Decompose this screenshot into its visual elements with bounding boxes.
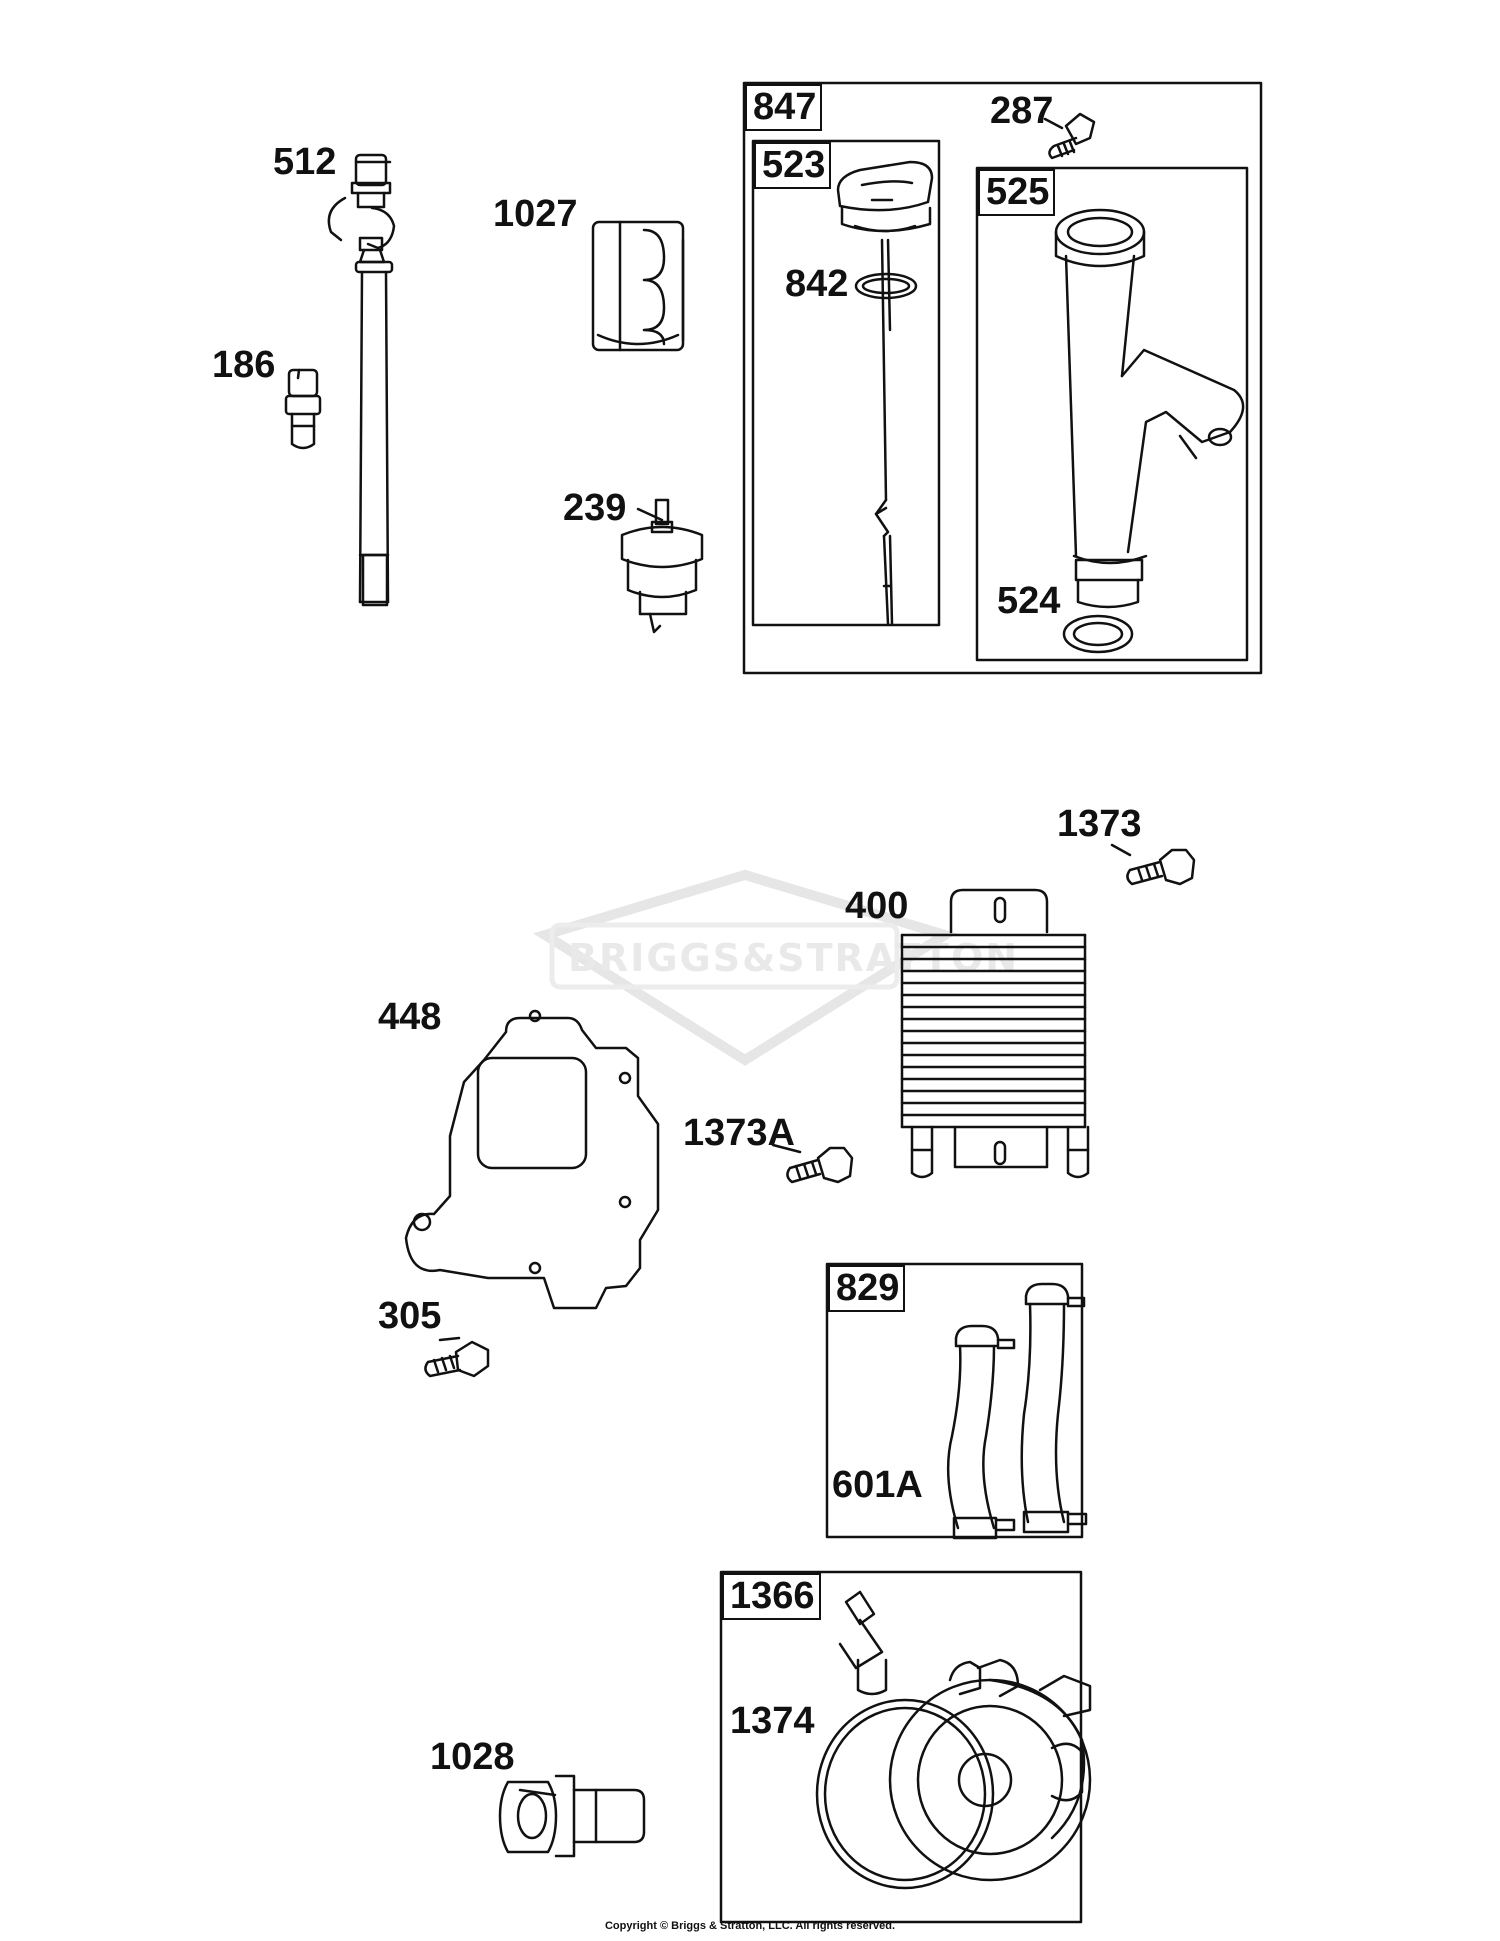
oil-filter-adapter-1366 [815,1590,1092,1890]
oil-fill-tube-525 [1054,208,1245,609]
dipstick-tube-512 [327,153,396,607]
part-label-524: 524 [997,580,1061,622]
oil-filter-1027 [591,220,685,352]
bolt-1373 [1126,848,1196,886]
kit-box-1366 [719,1570,1083,1924]
kit-box-847 [742,81,1263,675]
fitting-186 [284,368,322,450]
part-label-448: 448 [378,996,442,1038]
part-label-1373a: 1373A [683,1112,795,1154]
kit-box-523 [751,139,941,627]
dipstick-cap-523 [836,160,934,626]
part-label-305: 305 [378,1295,442,1337]
part-label-1027: 1027 [493,193,578,235]
part-label-512: 512 [273,141,337,183]
part-label-1373: 1373 [1057,803,1142,845]
kit-label-525: 525 [978,169,1056,216]
copyright-notice: Copyright © Briggs & Stratton, LLC. All … [604,1920,896,1932]
gasket-448 [404,1009,660,1310]
part-label-186: 186 [212,344,276,386]
kit-label-1366: 1366 [722,1573,821,1620]
screw-287 [1048,112,1096,160]
part-label-239: 239 [563,487,627,529]
screw-305 [424,1340,490,1378]
bolt-1373a [786,1146,854,1184]
o-ring-524 [1062,614,1134,654]
kit-label-829: 829 [828,1265,906,1312]
kit-box-525 [975,166,1249,662]
oil-hoses-601a [946,1282,1088,1540]
kit-label-847: 847 [745,84,823,131]
part-label-1374: 1374 [730,1700,815,1742]
part-label-1028: 1028 [430,1736,515,1778]
oil-cooler-400 [900,888,1090,1179]
kit-label-523: 523 [754,142,832,189]
part-label-601a: 601A [832,1464,923,1506]
part-label-842: 842 [785,263,849,305]
part-label-287: 287 [990,90,1054,132]
fitting-1028 [498,1774,646,1858]
oil-pressure-switch-239 [620,498,704,634]
part-label-400: 400 [845,885,909,927]
